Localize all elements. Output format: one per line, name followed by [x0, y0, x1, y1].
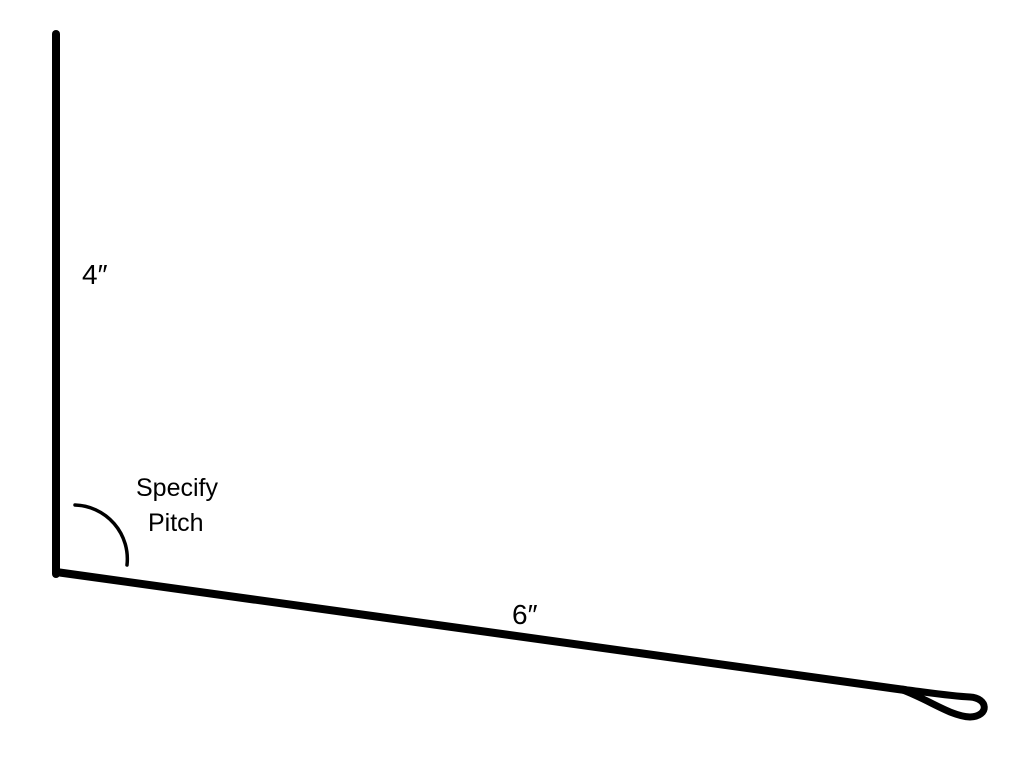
pitch-angle-arc	[73, 503, 130, 567]
bottom-leg-label: 6″	[512, 599, 538, 630]
hem-loop	[896, 685, 988, 721]
vertical-leg-label: 4″	[82, 259, 108, 290]
bottom-leg	[52, 568, 909, 694]
pitch-note-line1: Specify	[136, 474, 218, 502]
pitch-note-line2: Pitch	[148, 509, 204, 537]
